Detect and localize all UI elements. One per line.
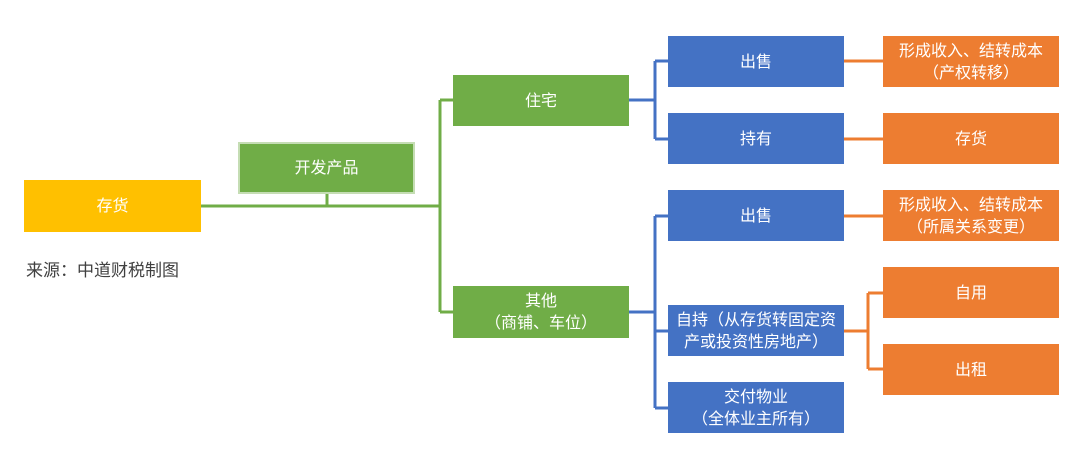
node-other-line1: 其他 xyxy=(524,291,557,310)
node-other-sale-label: 出售 xyxy=(739,205,772,225)
node-other-deliver: 交付物业 （全体业主所有） xyxy=(668,382,844,433)
node-other: 其他 （商铺、车位） xyxy=(453,286,629,338)
node-residential-label: 住宅 xyxy=(524,90,557,110)
root-node-label: 存货 xyxy=(96,196,129,215)
node-residential-sale-result-line2: （产权转移） xyxy=(922,62,1019,82)
node-other-sale-result-line1: 形成收入、结转成本 xyxy=(898,194,1043,214)
node-developed-products: 开发产品 xyxy=(238,142,415,194)
node-residential-sale-result-line1: 形成收入、结转成本 xyxy=(898,40,1043,60)
node-residential-hold-result: 存货 xyxy=(883,113,1059,164)
node-self-use-label: 自用 xyxy=(954,282,987,302)
source-note: 来源：中道财税制图 xyxy=(26,261,179,281)
node-rent-label: 出租 xyxy=(954,359,987,379)
node-residential: 住宅 xyxy=(453,75,629,126)
node-other-self-hold-line2: 产或投资性房地产） xyxy=(683,331,828,351)
node-other-sale: 出售 xyxy=(668,190,844,241)
node-other-line2: （商铺、车位） xyxy=(484,313,597,332)
node-other-self-hold-line1: 自持（从存货转固定资 xyxy=(675,309,836,329)
node-residential-hold: 持有 xyxy=(668,113,844,164)
node-other-sale-result-line2: （所属关系变更） xyxy=(906,216,1035,236)
node-developed-products-label: 开发产品 xyxy=(294,158,359,177)
node-residential-hold-label: 持有 xyxy=(739,128,772,148)
node-other-deliver-line2: （全体业主所有） xyxy=(691,408,820,428)
node-residential-hold-result-label: 存货 xyxy=(954,128,987,148)
blue-connectors xyxy=(629,59,668,410)
green-connectors xyxy=(201,98,453,314)
node-residential-sale: 出售 xyxy=(668,36,844,87)
node-residential-sale-label: 出售 xyxy=(739,51,772,71)
node-other-sale-result: 形成收入、结转成本 （所属关系变更） xyxy=(883,190,1059,241)
node-self-use: 自用 xyxy=(883,267,1059,318)
node-rent: 出租 xyxy=(883,344,1059,395)
orange-connectors xyxy=(844,59,883,371)
root-node-inventory: 存货 xyxy=(24,180,201,232)
node-other-deliver-line1: 交付物业 xyxy=(723,386,788,406)
node-residential-sale-result: 形成收入、结转成本 （产权转移） xyxy=(883,36,1059,87)
node-other-self-hold: 自持（从存货转固定资 产或投资性房地产） xyxy=(668,305,844,356)
